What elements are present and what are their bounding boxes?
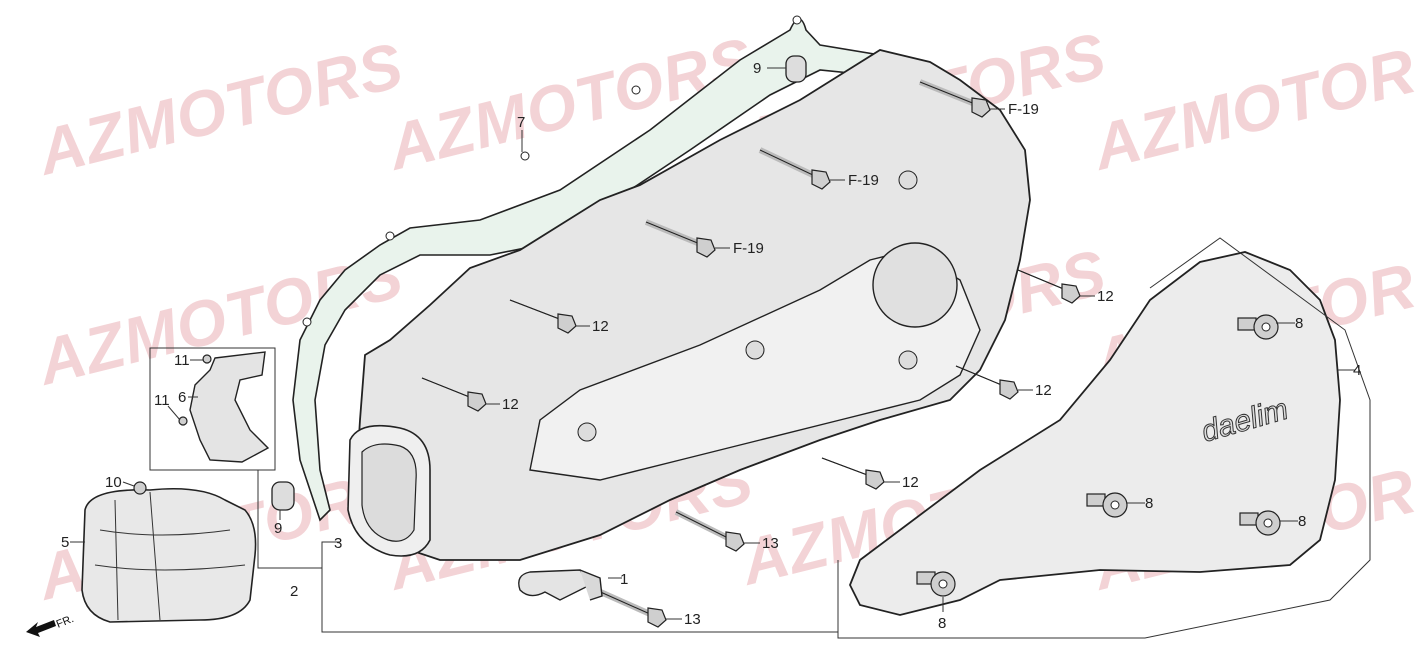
- callout-f19: F-19: [733, 240, 764, 257]
- callout-11: 11: [174, 352, 190, 369]
- watermark: AZMOTORS: [29, 28, 410, 189]
- bolt-f19: [758, 147, 831, 190]
- screw-8: [1239, 510, 1281, 536]
- callout-f19: F-19: [1008, 101, 1039, 118]
- callout-12: 12: [502, 396, 519, 413]
- screw-8: [1237, 314, 1279, 340]
- bolt-12: [821, 457, 885, 490]
- front-arrow-icon: [26, 620, 56, 637]
- bolt-f19: [644, 219, 716, 258]
- callout-8: 8: [1295, 315, 1303, 332]
- bolt-12: [1017, 269, 1081, 304]
- bracket-assembly: [149, 347, 276, 471]
- bolt-13: [674, 509, 745, 552]
- outer-cover-panel: daelim: [837, 237, 1371, 639]
- bolt-f19: [918, 79, 991, 118]
- callout-7: 7: [517, 114, 525, 131]
- leader-lines: [70, 67, 1355, 633]
- bolt-12: [955, 365, 1019, 400]
- callout-8: 8: [1298, 513, 1306, 530]
- callout-12: 12: [1097, 288, 1114, 305]
- callout-10: 10: [105, 474, 122, 491]
- bolt-12: [421, 377, 487, 412]
- callout-13: 13: [762, 535, 779, 552]
- callout-8: 8: [1145, 495, 1153, 512]
- bolt-f19-set: [644, 79, 991, 258]
- callout-f19: F-19: [848, 172, 879, 189]
- bolt-12: [509, 299, 577, 334]
- callout-6: 6: [178, 389, 186, 406]
- callout-8: 8: [938, 615, 946, 632]
- callout-12: 12: [592, 318, 609, 335]
- bolt-13-set: [594, 509, 745, 628]
- bolt-13: [594, 587, 667, 628]
- screw-8: [916, 571, 956, 597]
- screw-8: [1086, 492, 1128, 518]
- callout-4: 4: [1353, 362, 1361, 379]
- callout-9: 9: [274, 520, 282, 537]
- callout-11: 11: [154, 392, 170, 409]
- callout-labels: 1 2 3 4 5 6 7 8 8 8 8 9 9 10 11 11 12 12…: [61, 60, 1361, 632]
- callout-3: 3: [334, 535, 342, 552]
- callout-2: 2: [290, 583, 298, 600]
- callout-1: 1: [620, 571, 628, 588]
- watermark: AZMOTORS: [1084, 23, 1415, 184]
- left-crankcase-cover: [347, 49, 1031, 561]
- front-label: FR.: [55, 613, 76, 631]
- callout-5: 5: [61, 534, 69, 551]
- callout-9: 9: [753, 60, 761, 77]
- dowel-pin: [271, 481, 295, 511]
- bolt-12-set: [421, 269, 1081, 490]
- callout-13: 13: [684, 611, 701, 628]
- gasket: [292, 15, 882, 522]
- front-direction-indicator: FR.: [26, 613, 76, 637]
- callout-12: 12: [902, 474, 919, 491]
- air-filter: [81, 481, 257, 623]
- screw-8-set: [916, 314, 1281, 597]
- callout-12: 12: [1035, 382, 1052, 399]
- dowel-pin: [785, 55, 807, 83]
- clamp: [518, 569, 603, 601]
